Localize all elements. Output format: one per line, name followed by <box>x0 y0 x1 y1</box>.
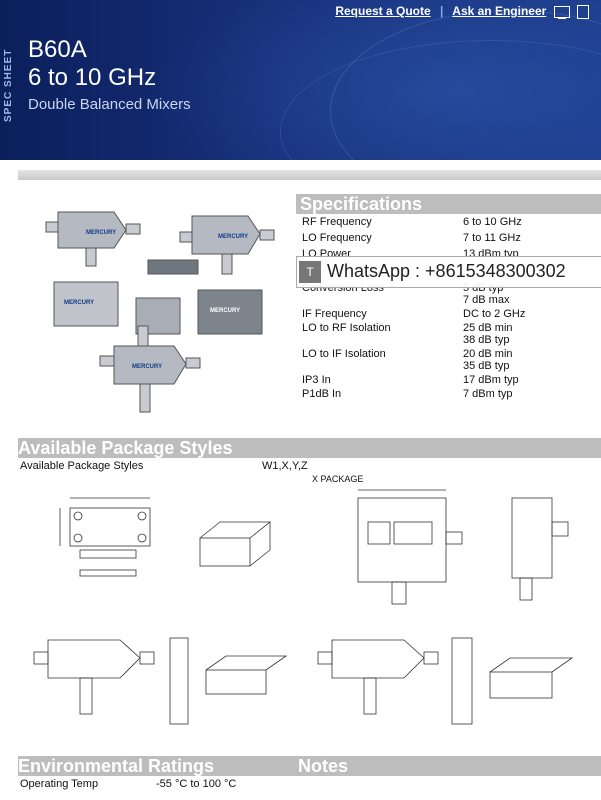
brand-label: MERCURY <box>86 230 116 236</box>
package-drawing-y <box>33 637 288 725</box>
env-label: Operating Temp <box>20 778 99 790</box>
page-header: SPEC SHEET B60A 6 to 10 GHz Double Balan… <box>0 0 601 160</box>
overlay-text: WhatsApp : +8615348300302 <box>327 261 566 281</box>
product-photo: MERCURY MERCURY MERCURY MERCURY MERCURY <box>45 211 275 413</box>
product-title: B60A <box>28 36 87 63</box>
brand-label: MERCURY <box>218 234 248 240</box>
brand-label: MERCURY <box>210 308 240 314</box>
computer-icon[interactable] <box>553 5 570 19</box>
overlay-badge: T <box>299 261 321 283</box>
x-package-label: X PACKAGE <box>312 474 364 484</box>
link-separator: | <box>440 4 444 18</box>
specifications-heading: Specifications <box>296 194 601 214</box>
contact-overlay: T WhatsApp : +8615348300302 <box>296 256 601 288</box>
package-drawing-x <box>357 489 569 605</box>
notes-heading: Notes <box>298 756 601 776</box>
header-divider <box>18 170 601 180</box>
mixer-unit <box>45 211 275 413</box>
package-drawing-w1 <box>59 497 272 577</box>
request-quote-link[interactable]: Request a Quote <box>335 4 431 18</box>
product-tagline: Double Balanced Mixers <box>28 96 191 113</box>
spec-sheet-label: SPEC SHEET <box>3 48 14 122</box>
package-styles-label: Available Package Styles <box>20 460 144 472</box>
ask-engineer-link[interactable]: Ask an Engineer <box>452 4 547 18</box>
top-links: Request a Quote | Ask an Engineer <box>335 4 589 19</box>
environmental-heading: Environmental Ratings <box>18 756 298 776</box>
brand-label: MERCURY <box>132 364 162 370</box>
package-drawing-z <box>317 637 574 725</box>
brand-label: MERCURY <box>64 300 94 306</box>
package-styles-value: W1,X,Y,Z <box>262 460 308 472</box>
env-value: -55 °C to 100 °C <box>156 778 237 790</box>
document-icon[interactable] <box>577 4 589 19</box>
product-frequency: 6 to 10 GHz <box>28 64 157 91</box>
package-styles-heading: Available Package Styles <box>18 438 601 458</box>
